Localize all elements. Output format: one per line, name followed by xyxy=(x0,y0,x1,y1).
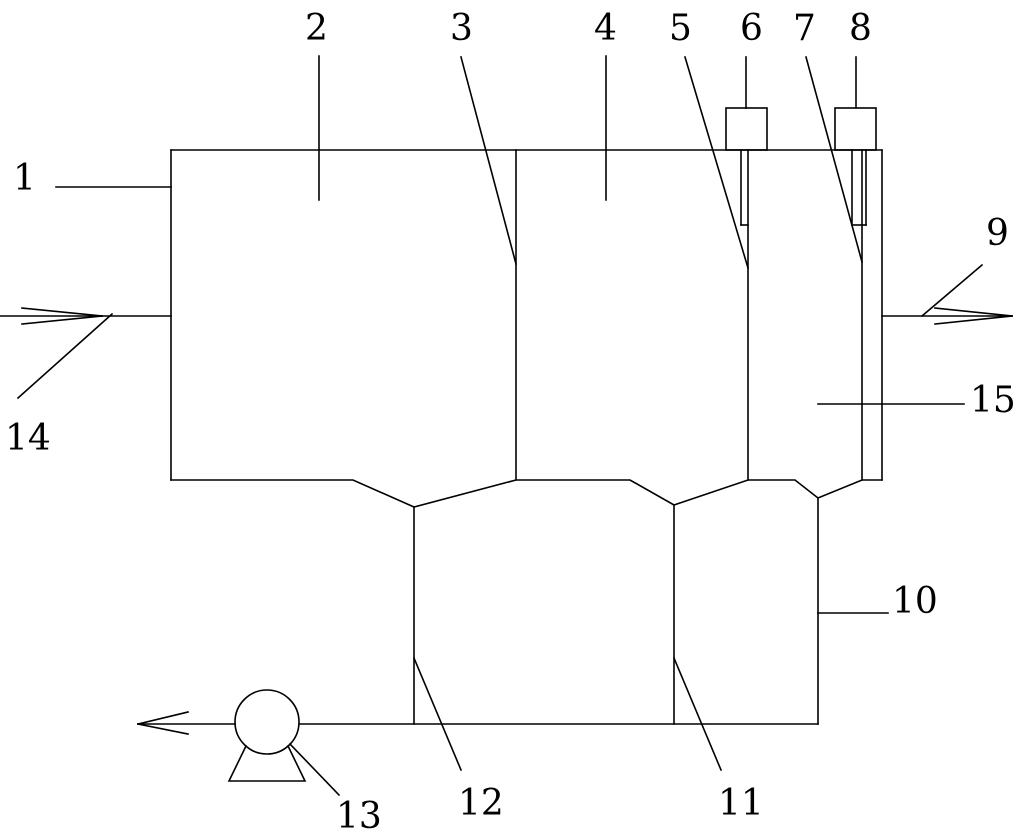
label-3: 3 xyxy=(450,8,473,49)
label-7: 7 xyxy=(793,8,816,49)
leader-14 xyxy=(16,312,114,400)
lower-tank xyxy=(299,497,819,725)
label-8: 8 xyxy=(849,8,872,49)
outlet-pipe xyxy=(881,307,1013,325)
main-tank xyxy=(170,149,883,508)
leader-13 xyxy=(288,742,341,797)
label-14: 14 xyxy=(5,418,51,459)
leader-11 xyxy=(672,656,723,772)
label-1: 1 xyxy=(13,158,36,199)
leader-lines xyxy=(16,55,984,797)
label-15: 15 xyxy=(970,380,1016,421)
label-10: 10 xyxy=(892,581,938,622)
discharge-arrow xyxy=(137,711,236,735)
leader-7 xyxy=(805,56,863,263)
top-device-6 xyxy=(725,107,768,226)
label-2: 2 xyxy=(305,8,328,49)
pump xyxy=(227,689,307,782)
label-4: 4 xyxy=(594,8,617,49)
label-6: 6 xyxy=(740,8,763,49)
partition-walls xyxy=(515,149,863,481)
inlet-pipe xyxy=(0,307,172,325)
label-9: 9 xyxy=(986,213,1009,254)
leader-3 xyxy=(460,56,517,265)
label-12: 12 xyxy=(458,783,504,824)
reference-numerals: 1 2 3 4 5 6 7 8 9 10 11 12 13 14 15 xyxy=(5,8,1016,837)
top-device-8 xyxy=(834,107,877,226)
label-11: 11 xyxy=(718,783,764,824)
label-5: 5 xyxy=(669,8,692,49)
leader-9 xyxy=(920,263,984,318)
label-13: 13 xyxy=(336,796,382,837)
leader-12 xyxy=(412,656,463,772)
leader-5 xyxy=(684,56,749,269)
